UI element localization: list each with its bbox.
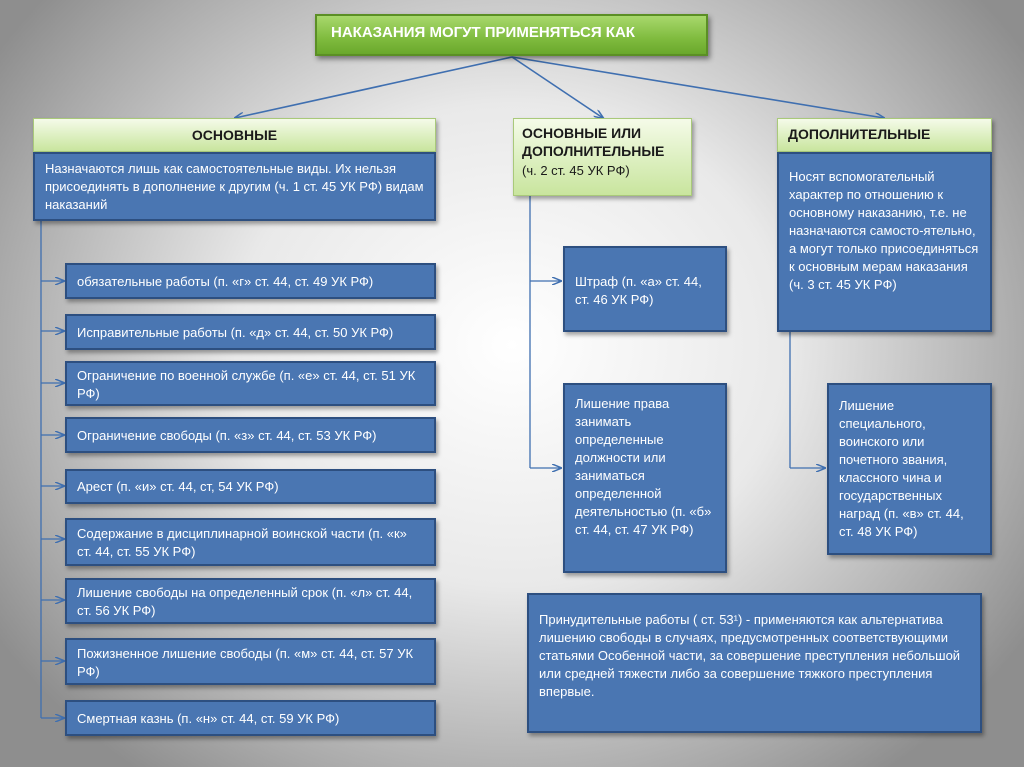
main-item-correctional-work: Исправительные работы (п. «д» ст. 44, ст… [65, 314, 436, 350]
arrow-title-to-additional [511, 56, 884, 118]
middle-item-deprivation-of-right: Лишение права занимать определенные долж… [563, 383, 727, 573]
note-forced-labor: Принудительные работы ( ст. 53¹) - приме… [527, 593, 982, 733]
main-item-label: Исправительные работы (п. «д» ст. 44, ст… [77, 325, 394, 340]
main-item-label: Ограничение по военной службе (п. «е» ст… [77, 368, 416, 401]
main-item-label: Ограничение свободы (п. «з» ст. 44, ст. … [77, 428, 377, 443]
header-main-or-additional-reference: (ч. 2 ст. 45 УК РФ) [522, 163, 630, 178]
diagram-title: НАКАЗАНИЯ МОГУТ ПРИМЕНЯТЬСЯ КАК [315, 14, 708, 56]
middle-item-fine: Штраф (п. «а» ст. 44, ст. 46 УК РФ) [563, 246, 727, 332]
additional-item-label: Лишение специального, воинского или поче… [839, 398, 964, 539]
main-item-label: Лишение свободы на определенный срок (п.… [77, 585, 413, 618]
main-item-label: обязательные работы (п. «г» ст. 44, ст. … [77, 274, 374, 289]
additional-item-deprivation-of-title: Лишение специального, воинского или поче… [827, 383, 992, 555]
main-item-military-restriction: Ограничение по военной службе (п. «е» ст… [65, 361, 436, 406]
middle-item-label: Лишение права занимать определенные долж… [575, 396, 712, 537]
main-item-label: Пожизненное лишение свободы (п. «м» ст. … [77, 646, 414, 679]
middle-item-label: Штраф (п. «а» ст. 44, ст. 46 УК РФ) [575, 274, 702, 307]
header-main-label: ОСНОВНЫЕ [191, 127, 278, 143]
main-item-death-penalty: Смертная казнь (п. «н» ст. 44, ст. 59 УК… [65, 700, 436, 736]
main-item-compulsory-work: обязательные работы (п. «г» ст. 44, ст. … [65, 263, 436, 299]
main-item-life-imprisonment: Пожизненное лишение свободы (п. «м» ст. … [65, 638, 436, 685]
description-main: Назначаются лишь как самостоятельные вид… [33, 152, 436, 221]
header-main-or-additional-label: ОСНОВНЫЕ ИЛИ ДОПОЛНИТЕЛЬНЫЕ [522, 125, 665, 159]
header-main: ОСНОВНЫЕ [33, 118, 436, 152]
main-item-disciplinary-unit: Содержание в дисциплинарной воинской час… [65, 518, 436, 566]
main-item-freedom-restriction: Ограничение свободы (п. «з» ст. 44, ст. … [65, 417, 436, 453]
description-additional-text: Носят вспомогательный характер по отноше… [789, 169, 979, 292]
header-additional-label: ДОПОЛНИТЕЛЬНЫЕ [788, 126, 931, 142]
arrow-title-to-main [235, 56, 513, 118]
header-additional: ДОПОЛНИТЕЛЬНЫЕ [777, 118, 992, 152]
description-additional: Носят вспомогательный характер по отноше… [777, 152, 992, 332]
arrow-title-to-main-or-additional [511, 56, 603, 118]
diagram-title-text: НАКАЗАНИЯ МОГУТ ПРИМЕНЯТЬСЯ КАК [331, 24, 635, 41]
main-item-label: Арест (п. «и» ст. 44, ст, 54 УК РФ) [77, 479, 279, 494]
main-item-label: Содержание в дисциплинарной воинской час… [77, 526, 407, 559]
description-main-text: Назначаются лишь как самостоятельные вид… [45, 161, 424, 212]
main-item-fixed-term-imprisonment: Лишение свободы на определенный срок (п.… [65, 578, 436, 624]
note-forced-labor-text: Принудительные работы ( ст. 53¹) - приме… [539, 612, 961, 699]
main-item-arrest: Арест (п. «и» ст. 44, ст, 54 УК РФ) [65, 469, 436, 504]
header-main-or-additional: ОСНОВНЫЕ ИЛИ ДОПОЛНИТЕЛЬНЫЕ (ч. 2 ст. 45… [513, 118, 692, 196]
main-item-label: Смертная казнь (п. «н» ст. 44, ст. 59 УК… [77, 711, 340, 726]
